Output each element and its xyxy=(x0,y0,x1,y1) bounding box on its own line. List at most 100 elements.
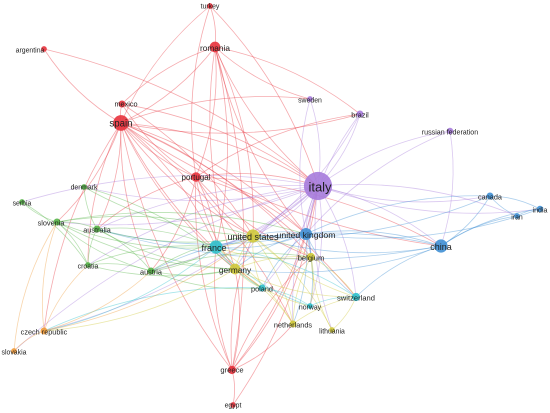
node-sweden[interactable] xyxy=(307,96,313,102)
edge-spain-china xyxy=(120,122,442,247)
node-iran[interactable] xyxy=(514,213,520,219)
node-greece[interactable] xyxy=(227,365,237,375)
node-netherlands[interactable] xyxy=(289,320,297,328)
edge-united-kingdom-switzerland xyxy=(305,233,357,298)
node-portugal[interactable] xyxy=(191,172,201,182)
node-russian-federation[interactable] xyxy=(446,127,454,135)
node-slovakia[interactable] xyxy=(11,348,17,354)
edge-denmark-australia xyxy=(83,186,98,230)
node-china[interactable] xyxy=(434,239,448,253)
label-denmark: denmark xyxy=(71,184,98,191)
edge-greece-netherlands xyxy=(231,323,294,371)
edge-croatia-germany xyxy=(87,264,236,277)
node-poland[interactable] xyxy=(258,284,266,292)
node-czech-republic[interactable] xyxy=(40,327,48,335)
label-united-states: united states xyxy=(227,232,279,242)
edge-spain-italy xyxy=(120,122,319,187)
edge-mexico-portugal xyxy=(121,103,197,178)
label-slovakia: slovakia xyxy=(2,349,27,356)
edge-united-kingdom-australia xyxy=(96,228,307,245)
edge-united-kingdom-france xyxy=(215,233,307,249)
node-austria[interactable] xyxy=(147,267,155,275)
edge-argentina-spain xyxy=(43,48,122,124)
node-india[interactable] xyxy=(536,205,544,213)
node-norway[interactable] xyxy=(307,303,313,309)
node-mexico[interactable] xyxy=(118,100,126,108)
edge-romania-mexico xyxy=(121,46,216,105)
edge-romania-united-kingdom xyxy=(214,46,307,235)
label-portugal: portugal xyxy=(182,173,211,182)
edge-united-states-netherlands xyxy=(252,235,294,325)
edge-austria-poland xyxy=(150,270,263,290)
node-romania[interactable] xyxy=(209,41,221,53)
node-argentina[interactable] xyxy=(41,46,47,52)
edge-italy-croatia xyxy=(87,185,319,266)
node-croatia[interactable] xyxy=(85,262,91,268)
node-serbia[interactable] xyxy=(19,199,25,205)
edge-netherlands-france xyxy=(215,246,294,325)
edge-australia-france xyxy=(96,227,217,248)
edge-denmark-germany xyxy=(83,186,236,270)
edge-turkey-spain xyxy=(120,5,211,124)
edge-china-united-states xyxy=(252,235,442,254)
node-lithuania[interactable] xyxy=(329,327,335,333)
edge-spain-croatia xyxy=(87,122,122,266)
node-switzerland[interactable] xyxy=(351,292,361,302)
node-canada[interactable] xyxy=(486,192,494,200)
edge-germany-switzerland xyxy=(234,268,357,298)
label-switzerland: switzerland xyxy=(337,294,375,303)
label-iran: iran xyxy=(511,214,523,221)
node-spain[interactable] xyxy=(113,115,129,131)
node-united-states[interactable] xyxy=(246,229,260,243)
label-china: china xyxy=(430,242,452,252)
node-slovenia[interactable] xyxy=(53,218,61,226)
node-france[interactable] xyxy=(209,240,223,254)
edge-greece-france xyxy=(214,246,233,371)
edge-spain-switzerland xyxy=(120,122,357,298)
edge-slovenia-united-states xyxy=(56,215,254,237)
label-turkey: turkey xyxy=(201,3,220,10)
edge-mexico-united-states xyxy=(121,103,254,237)
node-germany[interactable] xyxy=(229,263,241,275)
edge-romania-portugal xyxy=(195,46,217,178)
node-denmark[interactable] xyxy=(81,184,87,190)
edge-turkey-romania xyxy=(209,5,216,48)
edge-spain-germany xyxy=(120,122,236,270)
edge-italy-iran xyxy=(317,183,518,217)
node-united-kingdom[interactable] xyxy=(300,228,312,240)
edge-canada-china xyxy=(440,195,491,247)
edge-germany-czech-republic xyxy=(43,268,236,332)
node-australia[interactable] xyxy=(93,225,101,233)
label-france: france xyxy=(201,243,226,253)
edge-spain-australia xyxy=(96,122,122,230)
edge-belgium-switzerland xyxy=(310,256,357,298)
node-brazil[interactable] xyxy=(356,110,364,118)
edge-portugal-germany xyxy=(195,176,236,270)
label-canada: canada xyxy=(478,193,503,202)
edge-spain-belgium xyxy=(120,122,312,258)
edge-portugal-brazil xyxy=(195,113,361,178)
node-turkey[interactable] xyxy=(207,3,213,9)
edge-turkey-italy xyxy=(209,5,319,187)
node-italy[interactable] xyxy=(303,171,333,201)
edge-canada-india xyxy=(489,195,541,210)
edge-slovakia-slovenia xyxy=(13,221,58,352)
edge-czech-republic-croatia xyxy=(43,264,89,332)
node-egypt[interactable] xyxy=(230,402,236,408)
label-netherlands: netherlands xyxy=(274,321,312,330)
node-belgium[interactable] xyxy=(306,252,316,262)
edge-france-switzerland xyxy=(215,246,357,298)
edge-italy-switzerland xyxy=(317,185,357,298)
edge-italy-serbia xyxy=(21,174,319,203)
edge-united-kingdom-poland xyxy=(261,233,307,289)
edge-spain-portugal xyxy=(120,122,197,178)
label-belgium: belgium xyxy=(298,254,325,263)
edge-australia-austria xyxy=(96,228,152,272)
edge-italy-lithuania xyxy=(314,185,333,331)
edge-united-kingdom-austria xyxy=(150,233,307,272)
edge-belgium-norway xyxy=(309,256,314,307)
edge-netherlands-switzerland xyxy=(292,296,357,325)
edge-spain-greece xyxy=(120,122,233,371)
edge-greece-italy xyxy=(231,185,319,371)
